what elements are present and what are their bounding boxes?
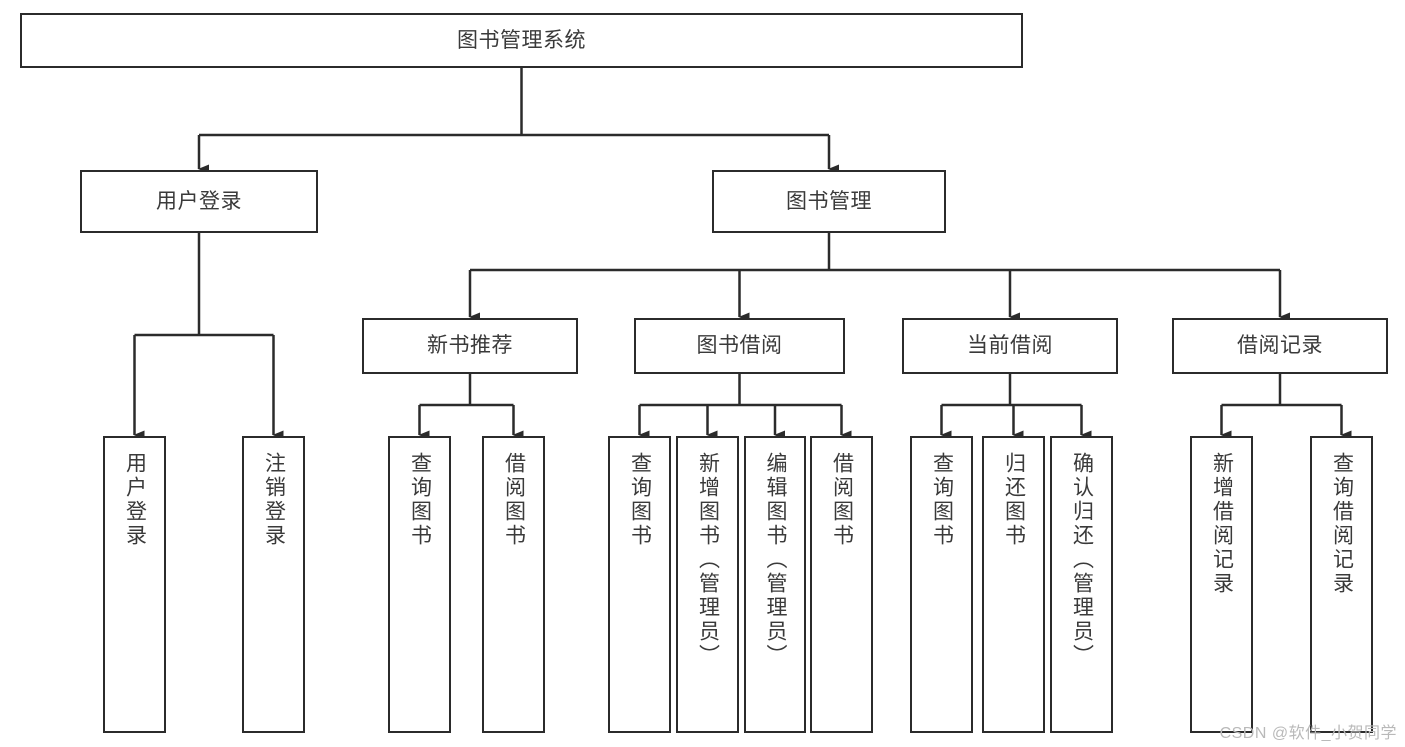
- node-label: 查询借阅记录: [1330, 452, 1354, 596]
- node-leaf-user-logout[interactable]: 注销登录: [242, 436, 305, 733]
- node-label: 确认归还（管理员）: [1070, 452, 1094, 668]
- node-label: 借阅图书: [502, 452, 526, 548]
- node-label: 查询图书: [628, 452, 652, 548]
- node-leaf-user-login[interactable]: 用户登录: [103, 436, 166, 733]
- node-leaf-cur-return[interactable]: 归还图书: [982, 436, 1045, 733]
- node-label: 当前借阅: [967, 334, 1053, 358]
- node-label: 图书管理系统: [457, 28, 586, 52]
- node-leaf-cur-confirm[interactable]: 确认归还（管理员）: [1050, 436, 1113, 733]
- node-label: 用户登录: [156, 189, 242, 213]
- node-label: 图书借阅: [696, 334, 783, 358]
- node-leaf-cur-query[interactable]: 查询图书: [910, 436, 973, 733]
- csdn-watermark: CSDN @软件_小贺同学: [1219, 725, 1397, 742]
- node-borrow[interactable]: 图书借阅: [634, 318, 845, 374]
- node-label: 查询图书: [408, 452, 432, 548]
- node-label: 注销登录: [262, 452, 286, 548]
- node-label: 新增借阅记录: [1210, 452, 1234, 596]
- node-leaf-br-borrow[interactable]: 借阅图书: [810, 436, 873, 733]
- node-label: 新增图书（管理员）: [696, 452, 720, 668]
- node-records[interactable]: 借阅记录: [1172, 318, 1388, 374]
- node-leaf-br-query[interactable]: 查询图书: [608, 436, 671, 733]
- node-label: 查询图书: [930, 452, 954, 548]
- node-leaf-nb-borrow[interactable]: 借阅图书: [482, 436, 545, 733]
- node-leaf-rec-add[interactable]: 新增借阅记录: [1190, 436, 1253, 733]
- node-label: 编辑图书（管理员）: [764, 452, 788, 668]
- node-label: 归还图书: [1002, 452, 1026, 548]
- node-login[interactable]: 用户登录: [80, 170, 318, 233]
- node-label: 借阅记录: [1237, 334, 1323, 358]
- node-leaf-br-add[interactable]: 新增图书（管理员）: [676, 436, 739, 733]
- node-label: 借阅图书: [830, 452, 854, 548]
- node-label: 图书管理: [786, 189, 872, 213]
- node-leaf-nb-query[interactable]: 查询图书: [388, 436, 451, 733]
- node-current[interactable]: 当前借阅: [902, 318, 1118, 374]
- node-newbook[interactable]: 新书推荐: [362, 318, 578, 374]
- node-label: 新书推荐: [427, 334, 513, 358]
- node-root[interactable]: 图书管理系统: [20, 13, 1023, 68]
- node-leaf-br-edit[interactable]: 编辑图书（管理员）: [744, 436, 806, 733]
- node-leaf-rec-query[interactable]: 查询借阅记录: [1310, 436, 1373, 733]
- node-label: 用户登录: [123, 452, 147, 548]
- node-bookmgmt[interactable]: 图书管理: [712, 170, 946, 233]
